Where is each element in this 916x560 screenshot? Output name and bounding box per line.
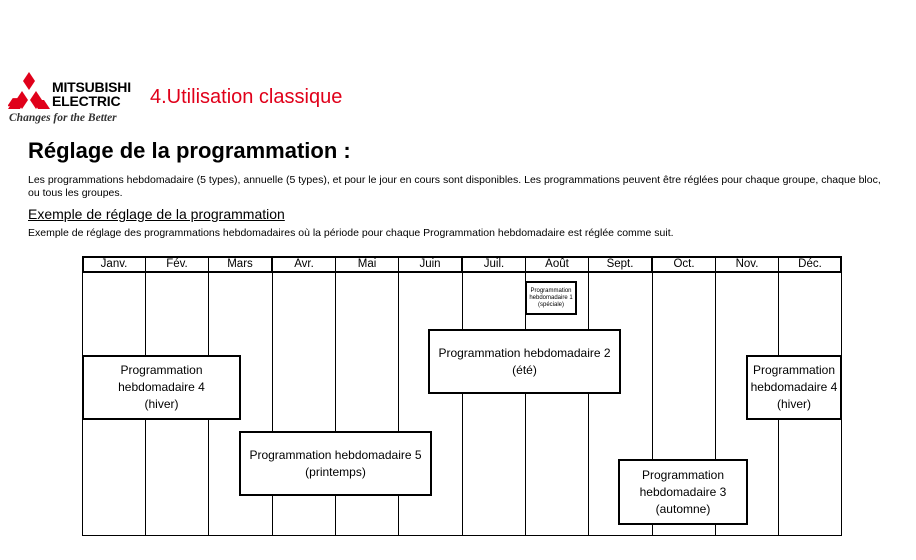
- example-heading: Exemple de réglage de la programmation: [28, 206, 285, 222]
- grid-line: [588, 273, 589, 536]
- grid-line: [335, 273, 336, 536]
- program-label: Programmation: [120, 363, 203, 377]
- grid-line: [272, 273, 273, 536]
- schedule-calendar: Janv. Fév. Mars Avr. Mai Juin Juil. Août…: [82, 256, 842, 536]
- grid-line: [715, 273, 716, 536]
- program-note: (hiver): [144, 397, 179, 411]
- program-label: hebdomadaire 1: [529, 294, 573, 301]
- program-label: hebdomadaire 3: [639, 484, 727, 499]
- program-box-weekly-5: Programmation hebdomadaire 5 (printemps): [239, 431, 432, 496]
- program-label: Programmation hebdomadaire 2: [438, 345, 611, 360]
- program-label: Programmation: [641, 467, 725, 482]
- program-note: (été): [512, 362, 537, 377]
- program-box-weekly-2: Programmation hebdomadaire 2 (été): [428, 329, 621, 394]
- grid-baseline: [82, 535, 842, 536]
- month-header-mar: Mars: [208, 256, 272, 273]
- brand-wordmark: MITSUBISHI ELECTRIC: [52, 80, 131, 108]
- program-note: (printemps): [305, 464, 366, 479]
- grid-line: [398, 273, 399, 536]
- page-title: Réglage de la programmation :: [28, 138, 351, 163]
- program-box-weekly-1: Programmation hebdomadaire 1 (spéciale): [525, 281, 577, 315]
- program-label: Programmation hebdomadaire 5: [249, 447, 422, 462]
- program-note: (hiver): [776, 397, 811, 411]
- grid-line: [525, 273, 526, 536]
- program-box-weekly-4-winter-start: Programmation hebdomadaire 4 (hiver): [82, 355, 241, 420]
- mitsubishi-logo-icon: [8, 72, 50, 109]
- program-label: Programmation: [530, 287, 572, 294]
- intro-paragraph: Les programmations hebdomadaire (5 types…: [28, 174, 881, 199]
- program-note: (automne): [655, 501, 711, 516]
- grid-line: [462, 273, 463, 536]
- example-description: Exemple de réglage des programmations he…: [28, 227, 674, 239]
- program-label: hebdomadaire 4: [750, 380, 838, 394]
- program-label: Programmation: [752, 363, 836, 377]
- logo-line1: MITSUBISHI: [52, 79, 131, 95]
- program-note: (spéciale): [537, 301, 564, 308]
- program-box-weekly-4-winter-end: Programmation hebdomadaire 4 (hiver): [746, 355, 842, 420]
- section-title: 4.Utilisation classique: [150, 86, 343, 108]
- month-header-border: [82, 256, 842, 273]
- brand-tagline: Changes for the Better: [9, 112, 117, 124]
- grid-line: [652, 273, 653, 536]
- program-label: hebdomadaire 4: [118, 380, 205, 394]
- program-box-weekly-3: Programmation hebdomadaire 3 (automne): [618, 459, 748, 525]
- logo-line2: ELECTRIC: [52, 93, 121, 109]
